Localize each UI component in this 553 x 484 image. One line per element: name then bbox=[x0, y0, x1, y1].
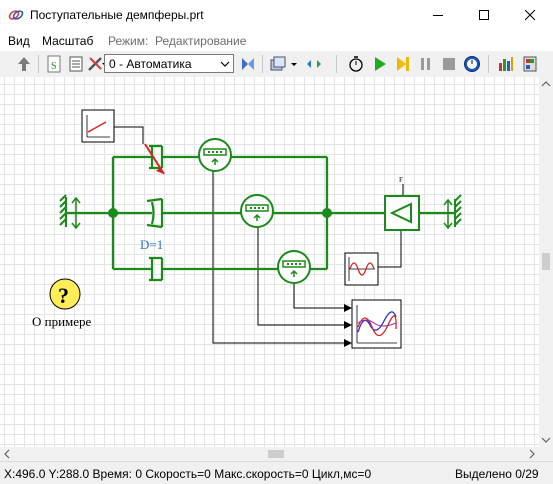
sync-icon bbox=[242, 58, 254, 70]
mode-select[interactable]: 0 - Автоматика bbox=[104, 54, 234, 73]
status-speed: Скорость=0 bbox=[145, 467, 211, 481]
chevron-up-icon bbox=[541, 81, 551, 87]
palette-button[interactable] bbox=[520, 54, 540, 74]
help-label: О примере bbox=[32, 314, 92, 329]
run-button[interactable] bbox=[370, 54, 390, 74]
mode-value: Редактирование bbox=[155, 34, 247, 48]
chart-button[interactable] bbox=[496, 54, 516, 74]
help-icon: ? bbox=[58, 283, 69, 308]
signal-arrows bbox=[344, 304, 352, 347]
stop-icon bbox=[443, 58, 455, 70]
chevron-right-icon bbox=[529, 449, 535, 459]
move-up-button[interactable] bbox=[14, 54, 34, 74]
mode-label: Режим: bbox=[108, 34, 149, 48]
junction-node bbox=[322, 208, 332, 218]
windows-dropdown[interactable] bbox=[290, 54, 300, 74]
toolbar-separator bbox=[38, 55, 39, 73]
status-coords: X:496.0 Y:288.0 bbox=[4, 467, 90, 481]
force-sensor[interactable] bbox=[198, 138, 232, 172]
force-sensor[interactable] bbox=[277, 250, 311, 284]
motion-source-label: F bbox=[399, 176, 403, 184]
plot-output-block[interactable] bbox=[351, 299, 402, 349]
status-selected: Выделено 0/29 bbox=[455, 467, 539, 481]
toolbar: S 0 - Автоматика bbox=[0, 51, 553, 78]
windows-icon bbox=[270, 56, 286, 71]
windows-button[interactable] bbox=[268, 54, 288, 74]
stop-button[interactable] bbox=[439, 54, 459, 74]
scroll-thumb bbox=[268, 450, 284, 458]
window-title: Поступательные демпферы.prt bbox=[30, 8, 204, 22]
menu-view[interactable]: Вид bbox=[8, 34, 30, 48]
damper-linear[interactable] bbox=[140, 256, 164, 282]
signal-lines bbox=[114, 126, 404, 344]
clock-button[interactable] bbox=[462, 54, 482, 74]
minimize-button[interactable] bbox=[415, 0, 461, 31]
junction-node bbox=[108, 208, 118, 218]
page-icon: S bbox=[47, 55, 61, 73]
minimize-icon bbox=[433, 15, 443, 16]
bar-chart-icon bbox=[499, 57, 513, 71]
page-button[interactable]: S bbox=[44, 54, 64, 74]
tools-button[interactable] bbox=[86, 54, 106, 74]
toolbar-separator bbox=[488, 55, 489, 73]
horizontal-scrollbar[interactable] bbox=[0, 447, 539, 461]
force-sensor[interactable] bbox=[240, 194, 274, 228]
chevron-left-icon bbox=[4, 449, 10, 459]
vertical-scrollbar[interactable] bbox=[539, 77, 553, 447]
app-logo-icon bbox=[8, 10, 24, 20]
ground-anchor-right bbox=[443, 194, 462, 230]
list-button[interactable] bbox=[66, 54, 86, 74]
toolbar-separator bbox=[262, 55, 263, 73]
svg-text:S: S bbox=[51, 61, 57, 72]
stopwatch-icon bbox=[349, 56, 363, 72]
chevron-down-icon bbox=[291, 63, 297, 66]
toolbar-separator bbox=[336, 55, 337, 73]
help-about-example[interactable]: ? О примере bbox=[32, 278, 92, 329]
motion-source[interactable]: F bbox=[384, 176, 420, 231]
status-readout: X:496.0 Y:288.0 Время: 0 Скорость=0 Макс… bbox=[4, 467, 371, 481]
play-icon bbox=[375, 57, 386, 71]
list-icon bbox=[69, 56, 83, 72]
mode-select-value: 0 - Автоматика bbox=[109, 57, 192, 71]
ramp-input-block[interactable] bbox=[81, 109, 115, 143]
scroll-corner bbox=[539, 447, 553, 461]
status-time: Время: 0 bbox=[92, 467, 142, 481]
step-button[interactable] bbox=[393, 54, 413, 74]
tools-icon bbox=[88, 57, 102, 71]
close-icon bbox=[525, 10, 536, 21]
damper-nonlinear[interactable] bbox=[145, 197, 164, 229]
horizontal-scrollbar-graphics bbox=[4, 449, 535, 459]
damper-coefficient-label: D=1 bbox=[140, 237, 163, 252]
link-button[interactable] bbox=[304, 54, 324, 74]
maximize-icon bbox=[479, 10, 489, 20]
menu-scale[interactable]: Масштаб bbox=[42, 34, 94, 48]
sync-button[interactable] bbox=[238, 54, 258, 74]
title-bar: Поступательные демпферы.prt bbox=[0, 0, 553, 31]
status-cycle: Цикл,мс=0 bbox=[311, 467, 372, 481]
palette-icon bbox=[523, 56, 537, 72]
sine-signal-block[interactable] bbox=[344, 252, 379, 286]
status-max-speed: Макс.скорость=0 bbox=[214, 467, 309, 481]
close-button[interactable] bbox=[507, 0, 553, 31]
chevron-down-icon bbox=[541, 437, 551, 443]
pause-button[interactable] bbox=[416, 54, 436, 74]
timer-button[interactable] bbox=[346, 54, 366, 74]
step-forward-icon bbox=[397, 57, 409, 71]
pause-icon bbox=[421, 58, 430, 70]
scroll-thumb bbox=[542, 253, 550, 270]
link-icon bbox=[307, 60, 321, 68]
menu-bar: Вид Масштаб Режим: Редактирование bbox=[0, 31, 553, 51]
vertical-scrollbar-graphics bbox=[541, 81, 551, 443]
chevron-down-icon bbox=[220, 61, 230, 67]
status-bar: X:496.0 Y:288.0 Время: 0 Скорость=0 Макс… bbox=[0, 461, 553, 484]
clock-icon bbox=[464, 56, 480, 72]
maximize-button[interactable] bbox=[461, 0, 507, 31]
damper-variable[interactable] bbox=[140, 143, 165, 175]
schematic: D=1 F bbox=[32, 109, 462, 349]
ground-anchor-left bbox=[59, 194, 81, 230]
arrow-up-icon bbox=[18, 57, 30, 71]
model-canvas[interactable]: D=1 F bbox=[0, 77, 539, 447]
